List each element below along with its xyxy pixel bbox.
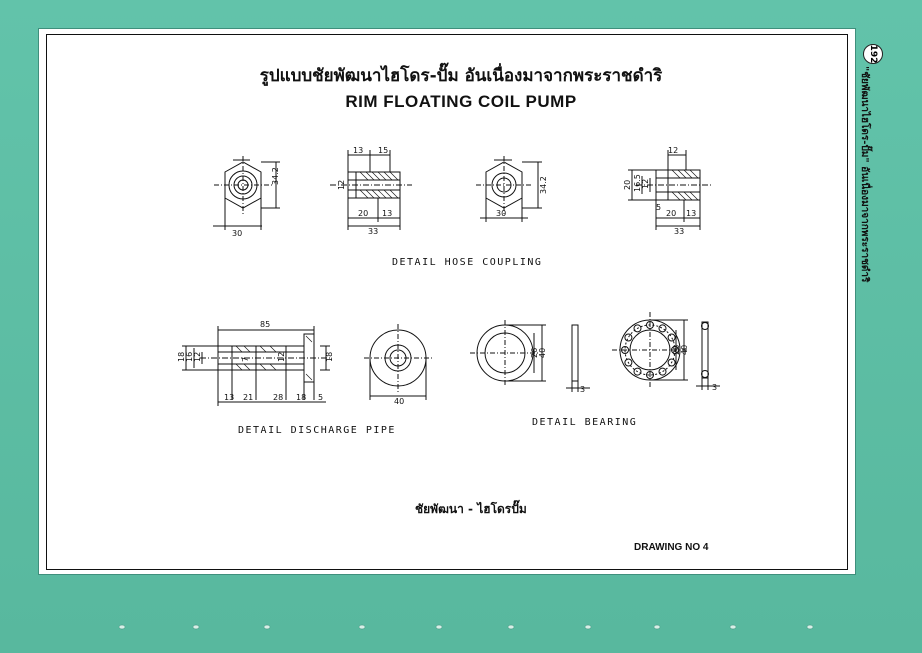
caption-hose-coupling: DETAIL HOSE COUPLING	[392, 257, 543, 268]
drawing-number: DRAWING NO 4	[634, 542, 709, 553]
dim-hex2-width: 30	[496, 209, 506, 218]
discharge-pipe-side-view	[182, 326, 330, 406]
ball-bearing-front-view	[612, 312, 688, 388]
dim-coupling-a-side: 12	[337, 180, 346, 190]
caption-bearing: DETAIL BEARING	[532, 417, 638, 428]
dim-coupling-b-bottom-right: 13	[686, 209, 696, 218]
dim-coupling-a-bottom-left: 20	[358, 209, 368, 218]
english-title: RIM FLOATING COIL PUMP	[345, 92, 577, 111]
hex-nut-front-view-1	[213, 156, 280, 230]
dim-pipe-inner-1: 7	[241, 357, 250, 362]
dim-pipe-side-outer: 18	[177, 352, 186, 362]
dim-pipe-seg-4: 18	[296, 393, 306, 402]
binding-holes	[118, 624, 814, 630]
dim-hex2-height: 34.2	[539, 176, 548, 194]
dim-coupling-a-bottom-right: 13	[382, 209, 392, 218]
bearing-ring-front-view	[470, 320, 546, 386]
dim-coupling-a-top-left: 13	[353, 146, 363, 155]
dim-bearing-inner: 26	[530, 348, 539, 358]
dim-coupling-b-side-inner: 12	[641, 179, 650, 189]
dim-coupling-a-top-right: 15	[378, 146, 388, 155]
dim-flange-diameter: 40	[394, 397, 404, 406]
thai-title: รูปแบบชัยพัฒนาไฮโดร-ปั๊ม อันเนื่องมาจากพ…	[259, 66, 663, 86]
coupling-side-view-2	[628, 150, 712, 230]
dim-coupling-b-side-outer: 20	[623, 180, 632, 190]
dim-pipe-seg-1: 13	[224, 393, 234, 402]
dim-pipe-inner-2: 12	[277, 352, 286, 362]
dim-coupling-a-total: 33	[368, 227, 378, 236]
dim-pipe-side-mid: 16	[185, 352, 194, 362]
dim-bearing-outer: 40	[538, 348, 547, 358]
dim-hex-width: 30	[232, 229, 242, 238]
ball-bearing-side-view	[696, 321, 720, 390]
dim-bearing2-thickness: 3	[712, 383, 717, 392]
dim-coupling-b-top: 12	[668, 146, 678, 155]
signature-caption: ชัยพัฒนา - ไฮโดรปั๊ม	[415, 502, 527, 516]
dim-pipe-seg-3: 28	[273, 393, 283, 402]
hex-circle-outer	[228, 170, 258, 200]
dim-coupling-b-bottom-left: 20	[666, 209, 676, 218]
dim-coupling-b-total: 33	[674, 227, 684, 236]
hex-nut-front-view-2	[476, 156, 542, 222]
bearing-ring-side-view	[566, 324, 590, 392]
dim-coupling-b-side-mid: 16.5	[633, 174, 642, 192]
drawing-frame	[46, 34, 848, 570]
dim-bearing2-outer: 40	[680, 345, 689, 355]
dim-pipe-total: 85	[260, 320, 270, 329]
dim-pipe-right: 18	[325, 352, 334, 362]
dim-pipe-side-inner: 12	[193, 352, 202, 362]
dim-bearing2-mid: 28	[672, 345, 681, 355]
dim-hex-height: 34.2	[271, 167, 280, 185]
dim-coupling-b-small: 5	[656, 203, 661, 212]
dim-bearing-thickness: 3	[580, 385, 585, 394]
caption-discharge-pipe: DETAIL DISCHARGE PIPE	[238, 425, 396, 436]
flange-front-view	[364, 324, 432, 400]
dim-pipe-seg-5: 5	[318, 393, 323, 402]
coupling-side-view-1	[330, 150, 412, 230]
dim-pipe-seg-2: 21	[243, 393, 253, 402]
